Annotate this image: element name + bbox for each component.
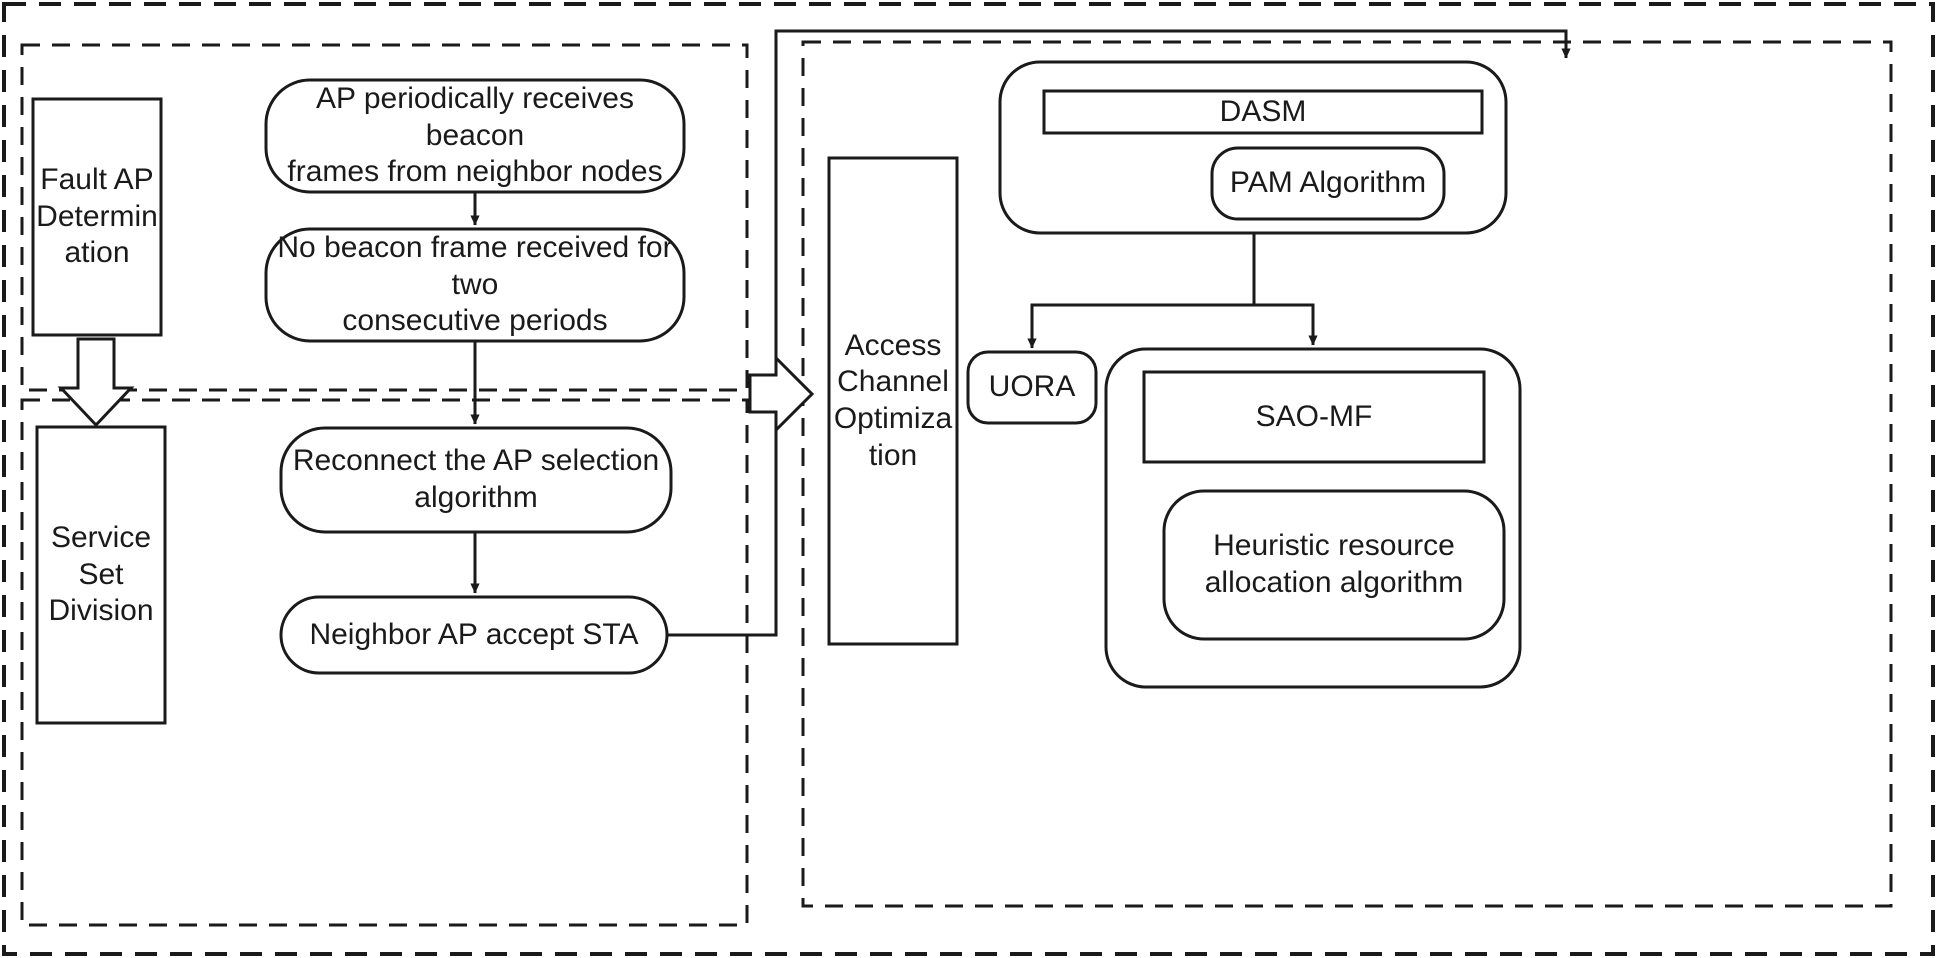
node-no-beacon-frame[interactable] — [266, 229, 684, 341]
node-sao-mf[interactable] — [1144, 372, 1484, 462]
block-arrow-fault-to-service — [57, 337, 135, 428]
block-arrow-left-to-access — [748, 354, 815, 434]
node-neighbor-ap-accept[interactable] — [281, 597, 667, 673]
node-fault-ap-determination[interactable] — [33, 99, 161, 335]
node-ap-periodically-receives[interactable] — [266, 80, 684, 192]
node-dasm[interactable] — [1044, 91, 1482, 133]
node-heuristic-resource[interactable] — [1164, 491, 1504, 639]
node-access-channel-optimization[interactable] — [829, 158, 957, 644]
node-uora[interactable] — [968, 352, 1096, 423]
edge-split-to-uora — [1027, 303, 1254, 349]
node-reconnect-ap-selection[interactable] — [281, 428, 671, 532]
node-service-set-division[interactable] — [37, 427, 165, 723]
node-pam-algorithm[interactable] — [1212, 148, 1444, 219]
edge-split-to-saomf — [1254, 303, 1318, 346]
